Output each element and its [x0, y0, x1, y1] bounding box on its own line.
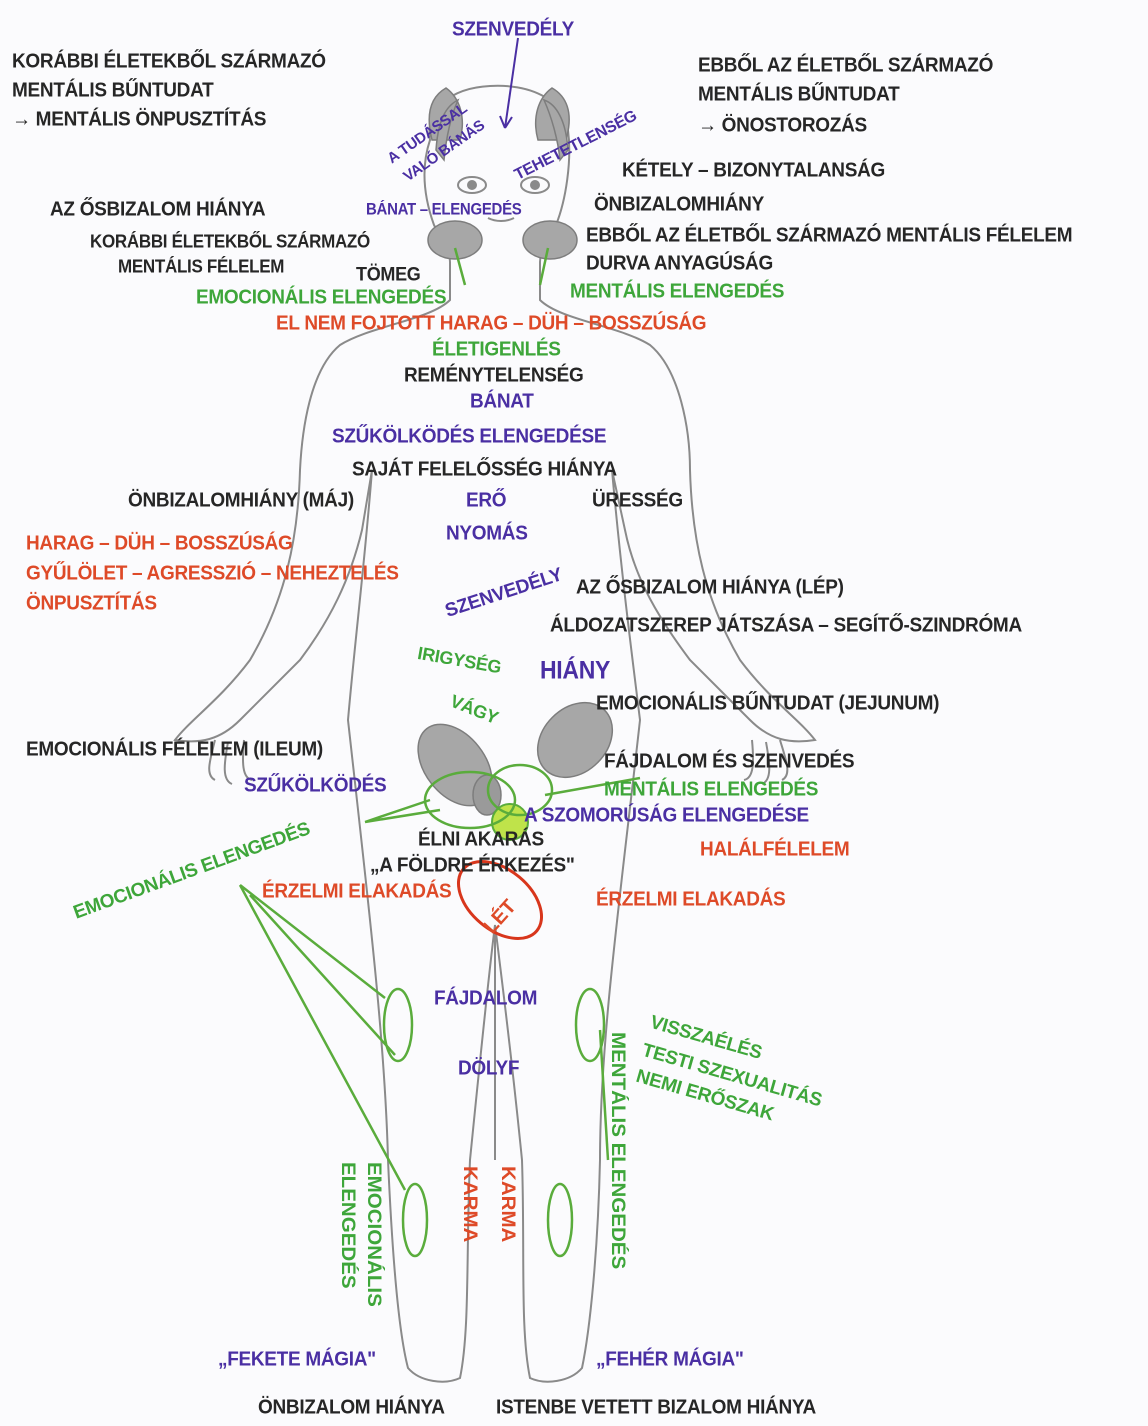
label-istenbe-vetett: ISTENBE VETETT BIZALOM HIÁNYA [496, 1396, 816, 1419]
label-korabbi-buntudat-2: MENTÁLIS BŰNTUDAT [12, 79, 214, 102]
head-organs [427, 87, 578, 260]
label-emoc-elengedes-neck: EMOCIONÁLIS ELENGEDÉS [196, 286, 447, 309]
abdomen-organs [417, 701, 614, 940]
label-feher-magia: „FEHÉR MÁGIA" [596, 1348, 744, 1371]
label-harag-neck: EL NEM FOJTOTT HARAG – DÜH – BOSSZÚSÁG [276, 312, 707, 335]
label-szenvedely-top: SZENVEDÉLY [452, 18, 574, 41]
label-karma-left: KARMA [459, 1166, 480, 1243]
label-szomorusag: A SZOMORÚSÁG ELENGEDÉSE [524, 804, 809, 827]
label-osbizalom-lep: AZ ŐSBIZALOM HIÁNYA (LÉP) [576, 576, 844, 599]
label-onbizalom-hianya: ÖNBIZALOM HIÁNYA [258, 1396, 445, 1419]
label-ebbol-buntudat-1: EBBŐL AZ ÉLETBŐL SZÁRMAZÓ [698, 54, 994, 77]
label-aldozatszerep: ÁLDOZATSZEREP JÁTSZÁSA – SEGÍTŐ-SZINDRÓM… [550, 614, 1022, 637]
label-korabbi-felelem-2: MENTÁLIS FÉLELEM [118, 256, 285, 277]
label-szukolkodes: SZŰKÖLKÖDÉS [244, 774, 387, 797]
body-outline [173, 84, 817, 1383]
label-harag-arm-2: GYŰLÖLET – AGRESSZIÓ – NEHEZTELÉS [26, 562, 399, 585]
label-banat: BÁNAT [470, 390, 534, 413]
label-erzelmi-elakadas-left: ÉRZELMI ELAKADÁS [262, 880, 452, 903]
label-foldre-erkezes: „A FÖLDRE ÉRKEZÉS" [370, 854, 575, 877]
label-ment-elengedes-mid: MENTÁLIS ELENGEDÉS [604, 778, 819, 801]
label-onbizalomhiany-maj: ÖNBIZALOMHIÁNY (MÁJ) [128, 489, 354, 512]
label-durva: DURVA ANYAGÚSÁG [586, 252, 773, 275]
label-elni-akaras: ÉLNI AKARÁS [418, 828, 544, 851]
label-emoc-leg-2: ELENGEDÉS [337, 1162, 358, 1289]
label-harag-arm-1: HARAG – DÜH – BOSSZÚSÁG [26, 532, 293, 555]
label-ment-elengedes-neck: MENTÁLIS ELENGEDÉS [570, 280, 785, 303]
label-fajdalom: FÁJDALOM [434, 987, 538, 1010]
label-hiany: HIÁNY [540, 656, 611, 685]
green-connectors [238, 247, 641, 1258]
label-sajat-felelosseg: SAJÁT FELELŐSSÉG HIÁNYA [352, 458, 617, 481]
label-ebbol-felelem: EBBŐL AZ ÉLETBŐL SZÁRMAZÓ MENTÁLIS FÉLEL… [586, 224, 1073, 247]
label-uresseg: ÜRESSÉG [592, 489, 683, 512]
label-tomeg: TÖMEG [356, 263, 421, 285]
label-szukolkodes-elengedese: SZŰKÖLKÖDÉS ELENGEDÉSE [332, 425, 607, 448]
pointer-lines [499, 37, 519, 129]
label-dolyf: DÖLYF [458, 1057, 520, 1080]
label-remenytelenseg: REMÉNYTELENSÉG [404, 364, 584, 387]
label-osbizalom-head: AZ ŐSBIZALOM HIÁNYA [50, 198, 266, 221]
label-emoc-buntudat: EMOCIONÁLIS BŰNTUDAT (JEJUNUM) [596, 692, 940, 715]
label-korabbi-buntudat-1: KORÁBBI ÉLETEKBŐL SZÁRMAZÓ [12, 50, 326, 73]
label-korabbi-buntudat-3: → MENTÁLIS ÖNPUSZTÍTÁS [12, 108, 267, 131]
label-nyomas: NYOMÁS [446, 522, 528, 545]
label-onbizalomhiany-head: ÖNBIZALOMHIÁNY [594, 193, 764, 216]
label-banat-elengedes: BÁNAT – ELENGEDÉS [366, 200, 522, 219]
label-karma-right: KARMA [497, 1166, 518, 1243]
label-erzelmi-elakadas-right: ÉRZELMI ELAKADÁS [596, 888, 786, 911]
label-halalfelelem: HALÁLFÉLELEM [700, 838, 850, 861]
label-fekete-magia: „FEKETE MÁGIA" [218, 1348, 376, 1371]
label-ketely: KÉTELY – BIZONYTALANSÁG [622, 159, 886, 182]
label-ero: ERŐ [466, 489, 507, 512]
label-ebbol-buntudat-2: MENTÁLIS BŰNTUDAT [698, 83, 900, 106]
label-fajdalom-szenvedes: FÁJDALOM ÉS SZENVEDÉS [604, 750, 855, 773]
label-ment-elengedes-leg: MENTÁLIS ELENGEDÉS [607, 1032, 628, 1270]
label-emoc-leg-1: EMOCIONÁLIS [363, 1162, 384, 1307]
label-emoc-felelem: EMOCIONÁLIS FÉLELEM (ILEUM) [26, 738, 323, 761]
label-harag-arm-3: ÖNPUSZTÍTÁS [26, 592, 157, 615]
label-korabbi-felelem-1: KORÁBBI ÉLETEKBŐL SZÁRMAZÓ [90, 231, 370, 252]
label-ebbol-buntudat-3: → ÖNOSTOROZÁS [698, 114, 867, 137]
label-eletigenles: ÉLETIGENLÉS [432, 338, 561, 361]
